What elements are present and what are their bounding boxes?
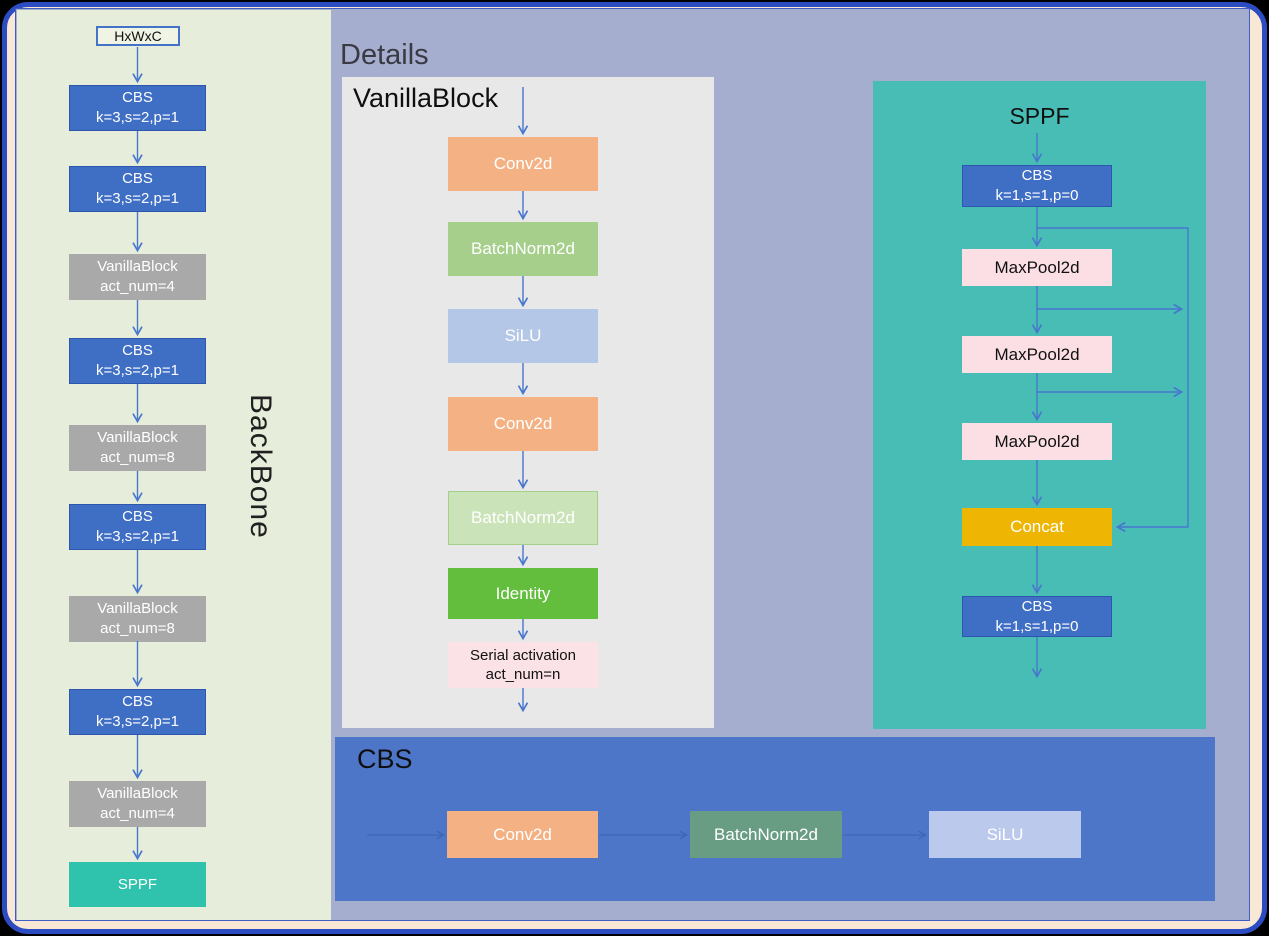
vanillablock-silu: SiLU xyxy=(448,309,598,363)
node-label: SPPF xyxy=(117,875,158,893)
node-label: SiLU xyxy=(986,824,1024,844)
backbone-vanillablock-2: VanillaBlock act_num=8 xyxy=(69,425,206,471)
cbs-batchnorm2d: BatchNorm2d xyxy=(690,811,842,858)
cbs-conv2d: Conv2d xyxy=(447,811,598,858)
node-label: MaxPool2d xyxy=(994,431,1080,451)
node-sublabel: k=3,s=2,p=1 xyxy=(96,362,179,379)
sppf-maxpool2d-2: MaxPool2d xyxy=(962,336,1112,373)
node-sublabel: act_num=4 xyxy=(100,805,175,822)
backbone-title: BackBone xyxy=(244,394,277,539)
cbs-silu: SiLU xyxy=(929,811,1081,858)
cbs-title: CBS xyxy=(357,744,413,774)
backbone-cbs-1: CBS k=3,s=2,p=1 xyxy=(69,85,206,131)
vanillablock-title: VanillaBlock xyxy=(353,83,499,113)
sppf-cbs-bottom: CBS k=1,s=1,p=0 xyxy=(962,596,1112,637)
node-label: Identity xyxy=(495,583,551,603)
node-label: VanillaBlock xyxy=(97,258,178,275)
node-label: Conv2d xyxy=(493,154,553,173)
node-label: CBS xyxy=(122,508,153,525)
node-label: CBS xyxy=(122,170,153,187)
backbone-sppf: SPPF xyxy=(69,862,206,907)
vanillablock-identity: Identity xyxy=(448,568,598,619)
sppf-maxpool2d-1: MaxPool2d xyxy=(962,249,1112,286)
backbone-vanillablock-3: VanillaBlock act_num=8 xyxy=(69,596,206,642)
node-label: CBS xyxy=(122,693,153,710)
node-label: BatchNorm2d xyxy=(714,824,818,844)
node-label: Conv2d xyxy=(493,824,552,844)
vanillablock-conv2d-2: Conv2d xyxy=(448,397,598,451)
sppf-concat: Concat xyxy=(962,508,1112,546)
node-label: Conv2d xyxy=(493,414,553,433)
node-label: CBS xyxy=(1021,597,1053,615)
node-label: BatchNorm2d xyxy=(471,239,575,258)
node-sublabel: act_num=4 xyxy=(100,278,175,295)
vanillablock-conv2d-1: Conv2d xyxy=(448,137,598,191)
node-label: Concat xyxy=(1010,517,1064,536)
node-sublabel: act_num=n xyxy=(485,666,561,683)
backbone-cbs-5: CBS k=3,s=2,p=1 xyxy=(69,689,206,735)
node-sublabel: k=3,s=2,p=1 xyxy=(96,109,179,126)
node-sublabel: act_num=8 xyxy=(100,620,175,637)
sppf-maxpool2d-3: MaxPool2d xyxy=(962,423,1112,460)
node-label: MaxPool2d xyxy=(994,344,1080,364)
node-label: SiLU xyxy=(504,326,542,345)
node-sublabel: k=3,s=2,p=1 xyxy=(96,713,179,730)
vanillablock-batchnorm2d-2: BatchNorm2d xyxy=(448,491,598,545)
node-label: BatchNorm2d xyxy=(471,508,575,527)
node-label: CBS xyxy=(122,342,153,359)
sppf-cbs-top: CBS k=1,s=1,p=0 xyxy=(962,165,1112,207)
node-label: MaxPool2d xyxy=(994,257,1080,277)
node-label: CBS xyxy=(1021,167,1053,184)
vanillablock-batchnorm2d-1: BatchNorm2d xyxy=(448,222,598,276)
vanillablock-serial-activation: Serial activation act_num=n xyxy=(448,642,598,688)
node-label: VanillaBlock xyxy=(97,600,178,617)
node-sublabel: k=1,s=1,p=0 xyxy=(995,617,1079,635)
details-title: Details xyxy=(340,39,429,71)
node-sublabel: k=3,s=2,p=1 xyxy=(96,528,179,545)
backbone-input-box: HxWxC xyxy=(96,26,180,46)
node-label: VanillaBlock xyxy=(97,429,178,446)
backbone-vanillablock-4: VanillaBlock act_num=4 xyxy=(69,781,206,827)
node-label: HxWxC xyxy=(114,28,162,44)
node-label: VanillaBlock xyxy=(97,785,178,802)
node-label: Serial activation xyxy=(470,647,576,664)
backbone-cbs-2: CBS k=3,s=2,p=1 xyxy=(69,166,206,212)
backbone-vanillablock-1: VanillaBlock act_num=4 xyxy=(69,254,206,300)
backbone-cbs-4: CBS k=3,s=2,p=1 xyxy=(69,504,206,550)
node-sublabel: k=1,s=1,p=0 xyxy=(995,187,1079,204)
node-label: CBS xyxy=(122,89,153,106)
backbone-cbs-3: CBS k=3,s=2,p=1 xyxy=(69,338,206,384)
node-sublabel: k=3,s=2,p=1 xyxy=(96,190,179,207)
node-sublabel: act_num=8 xyxy=(100,449,175,466)
sppf-title: SPPF xyxy=(1009,103,1070,129)
